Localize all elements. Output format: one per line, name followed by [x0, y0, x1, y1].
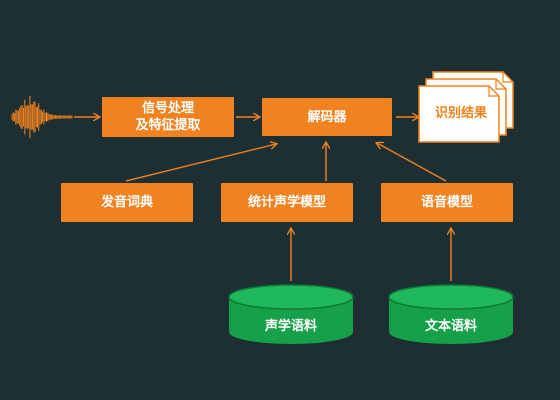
stacked-documents-icon	[418, 71, 514, 143]
text-corpus-label: 文本语料	[424, 318, 477, 334]
decoder-label: 解码器	[307, 109, 347, 125]
language-model-box: 语音模型	[381, 183, 513, 222]
arrow-lexicon-to-decoder	[125, 144, 276, 182]
result-label: 识别结果	[434, 105, 487, 121]
lexicon-box: 发音词典	[61, 183, 193, 222]
acoustic-corpus-label: 声学语料	[264, 318, 317, 334]
language-model-label: 语音模型	[420, 195, 473, 210]
arrow-lm-to-decoder	[377, 143, 447, 182]
text-corpus-database-icon	[388, 284, 514, 344]
lexicon-label: 发音词典	[100, 195, 153, 210]
signal-processing-label-line1: 信号处理	[141, 101, 194, 116]
acoustic-corpus-database-icon	[228, 284, 354, 344]
audio-waveform-icon	[11, 95, 73, 139]
signal-processing-label-line2: 及特征提取	[135, 118, 201, 133]
decoder-box: 解码器	[262, 98, 392, 136]
acoustic-model-box: 统计声学模型	[221, 183, 353, 222]
acoustic-model-label: 统计声学模型	[247, 195, 326, 210]
signal-processing-box: 信号处理 及特征提取	[102, 97, 234, 137]
